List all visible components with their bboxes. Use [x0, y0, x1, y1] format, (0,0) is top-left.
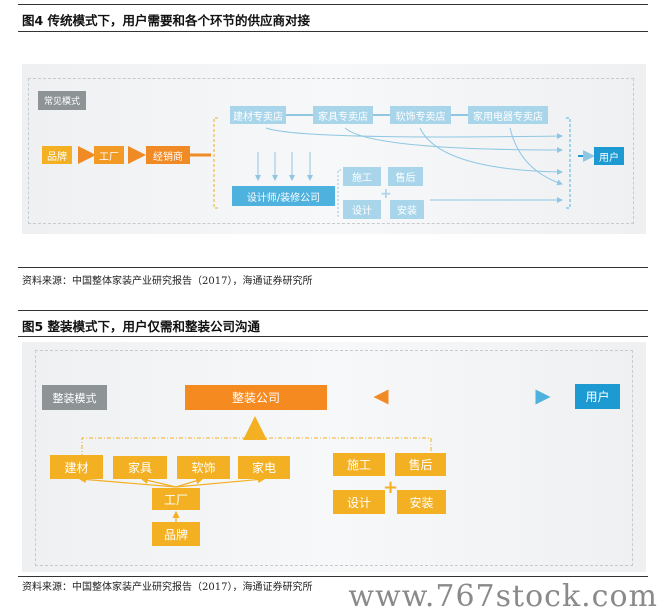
service-construction: 施工 [333, 453, 385, 476]
mode-label: 整装模式 [42, 385, 107, 410]
svg-text:+: + [383, 477, 398, 498]
store-building-materials: 建材专卖店 [230, 106, 286, 124]
service-aftersales: 售后 [395, 453, 446, 476]
dashed-frame [28, 78, 634, 224]
company-box: 整装公司 [185, 385, 327, 410]
rule [18, 576, 648, 577]
figure5-source: 资料来源：中国整体家装产业研究报告（2017），海通证券研究所 [22, 582, 313, 593]
user-box: 用户 [594, 147, 624, 165]
rule [18, 267, 648, 268]
category-building-materials: 建材 [50, 455, 103, 479]
service-design: 设计 [333, 490, 385, 514]
figure5-title: 图5 整装模式下，用户仅需和整装公司沟通 [22, 319, 261, 334]
service-aftersales: 售后 [388, 167, 423, 186]
store-furniture: 家具专卖店 [313, 106, 373, 124]
figure4-source: 资料来源：中国整体家装产业研究报告（2017），海通证券研究所 [22, 276, 313, 287]
store-soft-decor: 软饰专卖店 [390, 106, 451, 124]
rule [18, 4, 648, 5]
chain-dealer: 经销商 [146, 146, 190, 164]
figure4-connectors: + [72, 114, 595, 217]
figure4-title: 图4 传统模式下，用户需要和各个环节的供应商对接 [22, 13, 311, 28]
chain-factory: 工厂 [94, 146, 124, 164]
category-soft-decor: 软饰 [177, 456, 230, 479]
figure5-connectors: + [78, 389, 551, 522]
dashed-frame [35, 350, 633, 566]
rule [18, 336, 648, 337]
chain-brand: 品牌 [42, 146, 72, 164]
service-design: 设计 [343, 200, 381, 219]
svg-text:+: + [380, 186, 392, 202]
service-construction: 施工 [343, 167, 381, 186]
designer-company: 设计师/装修公司 [232, 186, 335, 206]
user-box: 用户 [575, 384, 620, 409]
factory-box: 工厂 [152, 488, 200, 510]
brand-box: 品牌 [152, 522, 200, 546]
category-furniture: 家具 [113, 456, 167, 479]
rule [18, 31, 648, 32]
service-install: 安装 [397, 490, 446, 514]
category-appliances: 家电 [238, 456, 290, 479]
mode-label: 常见模式 [38, 91, 86, 110]
watermark: www.767stock.com [348, 579, 658, 614]
service-install: 安装 [390, 200, 424, 219]
store-appliances: 家用电器专卖店 [468, 106, 548, 124]
rule [18, 310, 648, 311]
